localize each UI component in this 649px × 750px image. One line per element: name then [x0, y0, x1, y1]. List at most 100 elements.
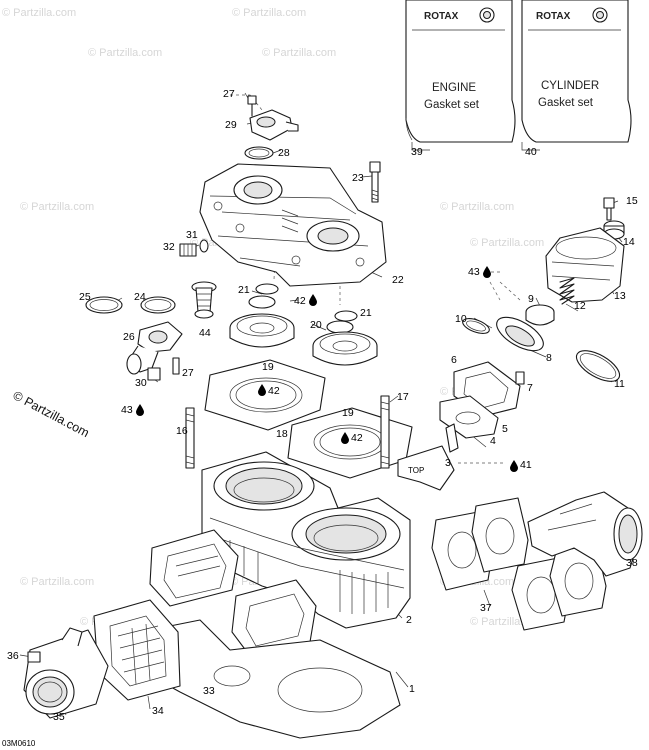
- valve-screw: [603, 197, 615, 221]
- part-label: 24: [134, 291, 146, 303]
- water-outlet-elbow: [126, 321, 183, 375]
- part-label: 4: [490, 435, 496, 447]
- copyright-notice: © Partzilla.com: [11, 388, 92, 440]
- valve-spring: [559, 277, 575, 305]
- intake-reed-cage: [149, 529, 239, 607]
- watermark: © Partzilla.com: [88, 47, 162, 59]
- o-ring: [255, 283, 279, 295]
- reed-valve: [93, 599, 181, 701]
- o-ring: [575, 350, 621, 382]
- part-label: 6: [451, 354, 457, 366]
- part-label: 10: [455, 313, 467, 325]
- part-label: 33: [203, 685, 215, 697]
- part-label: 27: [182, 367, 194, 379]
- part-label: 44: [199, 327, 211, 339]
- sealing-ring: [199, 239, 209, 253]
- part-label: 26: [123, 331, 135, 343]
- part-label: 1: [409, 683, 415, 695]
- watermark: © Partzilla.com: [2, 7, 76, 19]
- part-label: 13: [614, 290, 626, 302]
- part-label: 37: [480, 602, 492, 614]
- kit-subtitle: Gasket set: [424, 99, 480, 111]
- part-label: 38: [626, 557, 638, 569]
- temperature-sensor-plug: [179, 243, 197, 257]
- part-label: 32: [163, 241, 175, 253]
- part-label: 20: [310, 319, 322, 331]
- screw: [515, 371, 525, 385]
- stud: [172, 357, 180, 375]
- part-label: 14: [623, 236, 635, 248]
- screw: [27, 651, 41, 663]
- valve-piston: [525, 304, 555, 326]
- part-label: 15: [626, 195, 638, 207]
- part-label: 42: [294, 295, 306, 307]
- part-label: 11: [614, 378, 625, 390]
- head-gasket: [204, 359, 326, 431]
- o-ring: [248, 295, 276, 309]
- cylinder-gasket-set-bag: ROTAX CYLINDER Gasket set: [521, 0, 632, 143]
- cylinder-stud: [380, 395, 390, 469]
- o-ring: [462, 318, 490, 334]
- part-label: 19: [342, 407, 354, 419]
- kit-brand: ROTAX: [424, 11, 459, 22]
- part-label: 42: [351, 432, 363, 444]
- part-label: 3: [445, 457, 451, 469]
- part-label: 39: [411, 146, 423, 158]
- carburetor-flange: [23, 627, 109, 719]
- cylinder-stud: [185, 407, 195, 469]
- part-label: 7: [527, 382, 533, 394]
- exhaust-manifold: [527, 491, 643, 577]
- oil-drop-icon: [136, 266, 518, 472]
- part-label: 30: [135, 377, 147, 389]
- watermark: © Partzilla.com: [20, 576, 94, 588]
- rave-valve-housing: [545, 227, 625, 303]
- watermark: © Partzilla.com: [440, 201, 514, 213]
- exhaust-valve: TOP: [397, 423, 459, 491]
- kit-title: CYLINDER: [541, 80, 599, 92]
- part-label: 27: [223, 88, 235, 100]
- part-label: 16: [176, 425, 188, 437]
- part-label: 12: [574, 300, 586, 312]
- o-ring: [326, 320, 354, 334]
- water-outlet-fitting: [247, 95, 299, 141]
- part-label: 25: [79, 291, 91, 303]
- watermark: © Partzilla.com: [262, 47, 336, 59]
- watermark: © Partzilla.com: [20, 201, 94, 213]
- part-label: 35: [53, 711, 65, 723]
- combustion-chamber-insert: [312, 331, 378, 366]
- cylinder-head-bolt: [369, 161, 381, 203]
- part-label: 19: [262, 361, 274, 373]
- nut: [147, 367, 161, 381]
- part-label: 21: [238, 284, 250, 296]
- part-label: 31: [186, 229, 198, 241]
- part-label: 2: [406, 614, 412, 626]
- part-label: 5: [502, 423, 508, 435]
- part-label: 34: [152, 705, 164, 717]
- part-label: 42: [268, 385, 280, 397]
- part-label: 9: [528, 293, 534, 305]
- cylinder-block: [201, 451, 411, 629]
- kit-subtitle: Gasket set: [538, 97, 594, 109]
- kit-title: ENGINE: [432, 82, 476, 94]
- part-label: 41: [520, 459, 532, 471]
- part-label: 18: [276, 428, 288, 440]
- part-label: 43: [121, 404, 133, 416]
- combustion-chamber-insert: [229, 313, 295, 348]
- part-label: 36: [7, 650, 19, 662]
- figure-code: 03M0610: [2, 739, 36, 748]
- part-label: 21: [360, 307, 372, 319]
- part-labels: 1 2 3 4 5 6 7 8 9 10 11 12 13 14 15 16 1…: [7, 88, 638, 723]
- engine-gasket-set-bag: ROTAX ENGINE Gasket set: [405, 0, 516, 143]
- exhaust-gasket: [549, 543, 607, 617]
- part-label: 40: [525, 146, 537, 158]
- watermark: © Partzilla.com: [232, 7, 306, 19]
- part-label: 17: [397, 391, 409, 403]
- exhaust-gasket: [471, 497, 529, 573]
- part-label: 23: [352, 172, 364, 184]
- cylinder-head: [199, 163, 387, 287]
- part-label: 8: [546, 352, 552, 364]
- part-label: 43: [468, 266, 480, 278]
- watermark: © Partzilla.com: [470, 237, 544, 249]
- part-label: 28: [278, 147, 290, 159]
